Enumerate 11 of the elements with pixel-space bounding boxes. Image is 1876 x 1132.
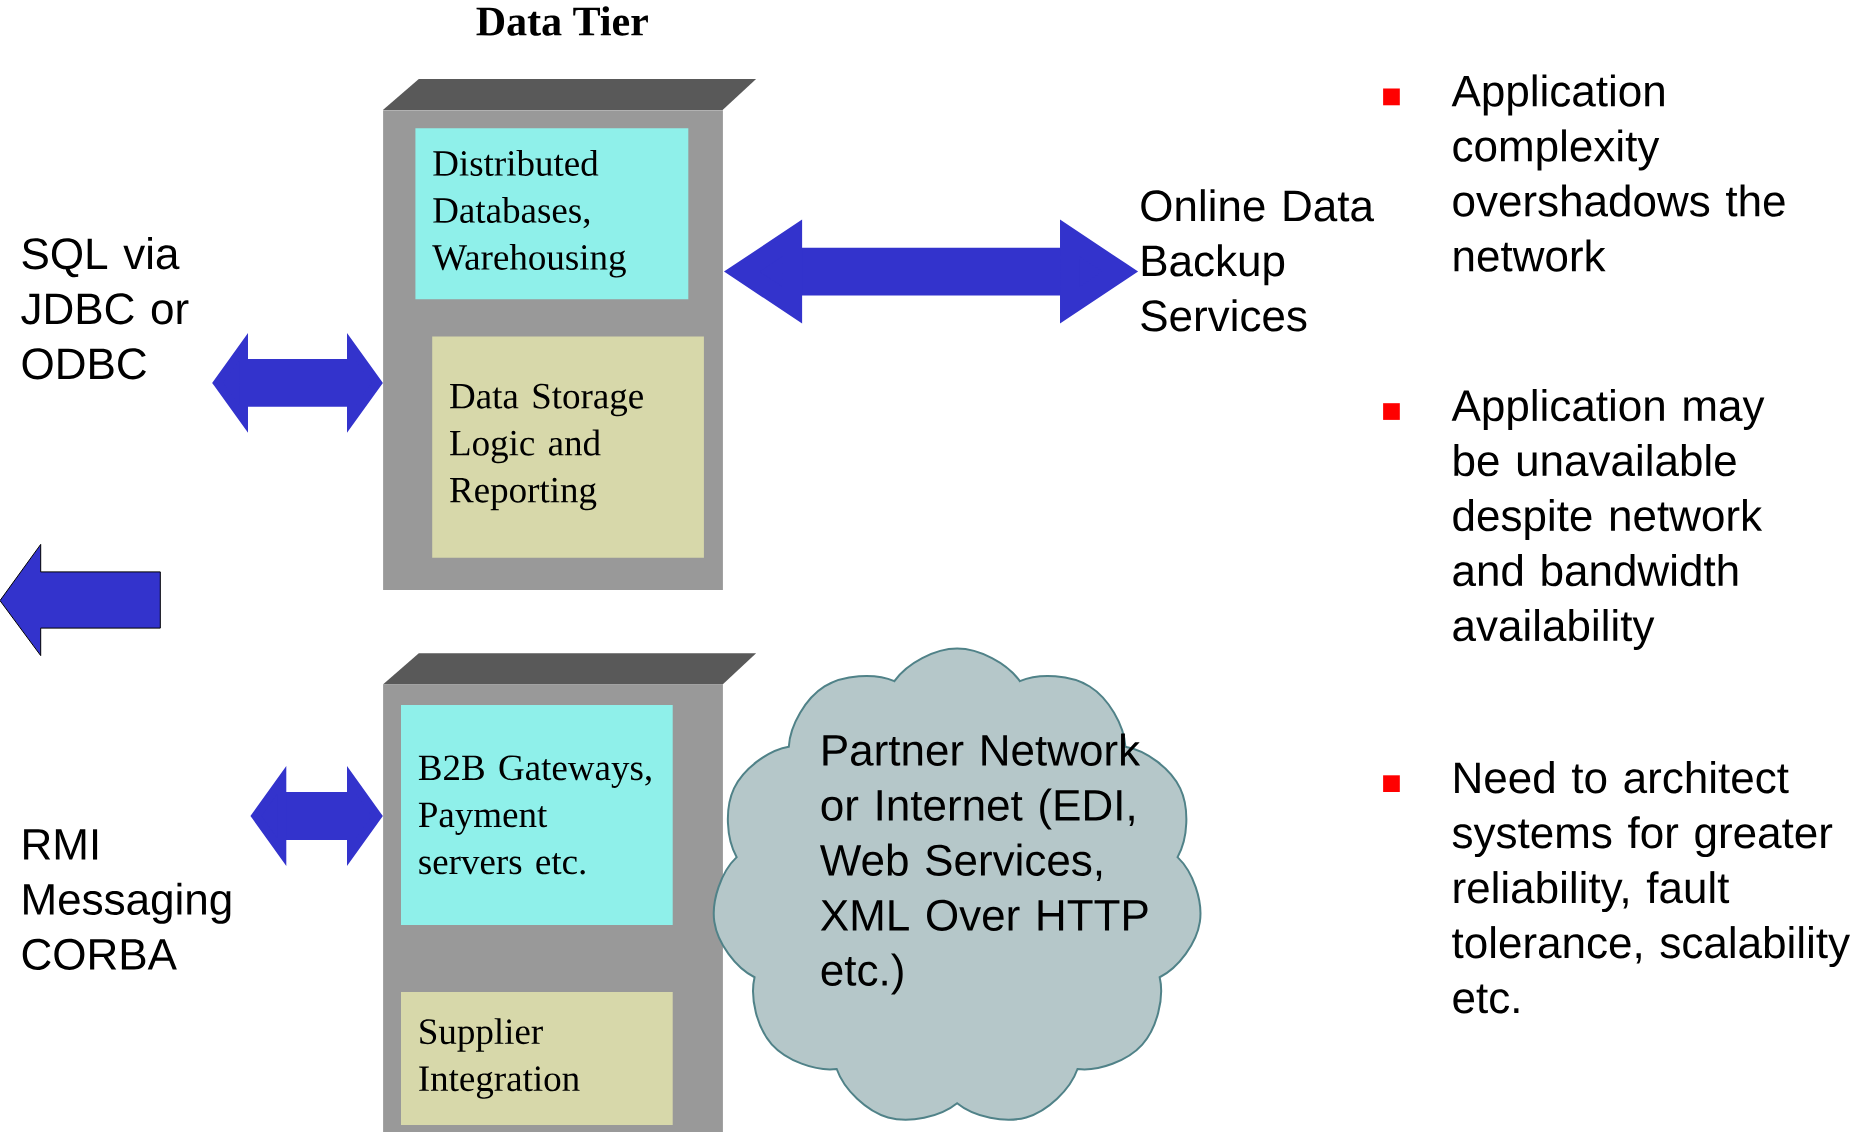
bullet-text: Need to architect systems for greater reliability, fault tolerance, scalability etc.	[1452, 761, 1850, 1014]
title: Data Tier	[476, 6, 648, 36]
component-box: B2B Gateways, Payment servers etc.	[401, 704, 673, 925]
bullet-text: Application may be unavailable despite network and bandwidth availability	[1451, 389, 1765, 650]
component-box: Distributed Databases, Warehousing	[415, 128, 689, 300]
component-box: Supplier Integration	[401, 992, 673, 1125]
text-label: SQL via JDBC or ODBC	[21, 237, 189, 380]
bullet-text: Application complexity overshadows the network	[1451, 74, 1785, 272]
text-label: Online Data Backup Services	[1141, 189, 1374, 332]
text-label: RMI Messaging CORBA	[22, 829, 231, 970]
component-box: Data Storage Logic and Reporting	[432, 336, 704, 558]
